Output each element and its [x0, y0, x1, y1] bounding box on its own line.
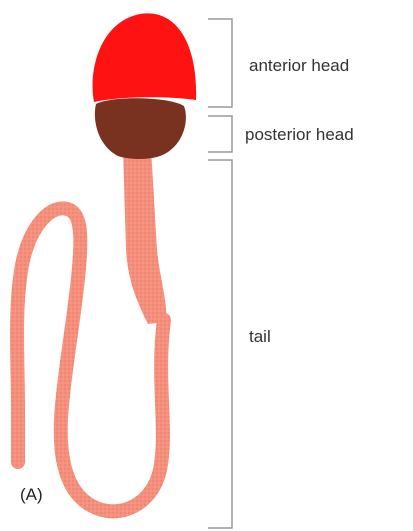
anterior-head-bracket [208, 19, 232, 107]
anterior-head-label: anterior head [249, 56, 349, 75]
posterior-head-bracket [208, 116, 232, 152]
posterior-head-label: posterior head [245, 125, 354, 144]
tail-midpiece [123, 148, 166, 324]
tail-bracket [208, 160, 232, 528]
posterior-head [95, 98, 186, 159]
panel-label: (A) [20, 485, 43, 504]
tail-label: tail [249, 327, 271, 346]
anterior-head [93, 13, 197, 102]
sperm-tail [17, 148, 166, 511]
